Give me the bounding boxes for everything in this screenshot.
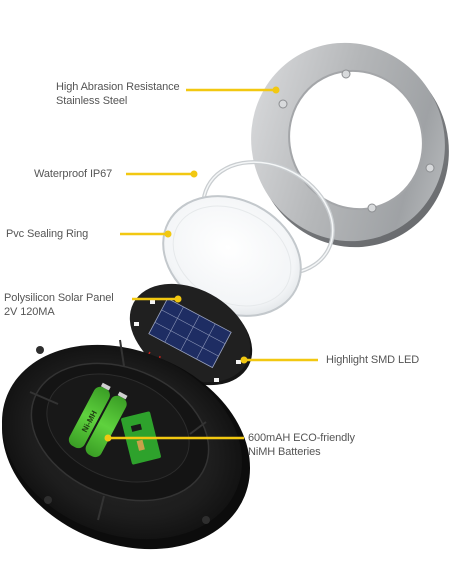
black-housing — [1, 339, 251, 550]
callout-line: Highlight SMD LED — [326, 354, 420, 366]
smd-led-icon — [214, 378, 219, 382]
screw-hole-icon — [202, 516, 210, 524]
callout-line: High Abrasion Resistance — [56, 81, 180, 93]
callout-led: Highlight SMD LED — [326, 353, 419, 367]
screw-hole-icon — [425, 163, 435, 173]
callout-steel-ring: High Abrasion Resistance Stainless Steel — [56, 80, 180, 108]
screw-hole-icon — [278, 99, 288, 109]
solar-cell — [148, 297, 232, 369]
callout-sealing-ring: Pvc Sealing Ring — [6, 227, 88, 241]
smd-led-icon — [134, 322, 139, 326]
screw-hole-icon — [341, 69, 351, 79]
pvc-sealing-lens — [162, 195, 302, 317]
callout-line: Polysilicon Solar Panel — [4, 292, 114, 304]
callout-line: Waterproof IP67 — [34, 168, 113, 180]
callout-waterproof: Waterproof IP67 — [34, 167, 112, 181]
callout-line: 2V 120MA — [4, 306, 55, 318]
smd-led-icon — [236, 360, 241, 364]
callout-line: Pvc Sealing Ring — [6, 228, 89, 240]
screw-hole-icon — [36, 346, 44, 354]
smd-led-icon — [150, 300, 155, 304]
callout-batteries: 600mAH ECO-friendly NiMH Batteries — [248, 431, 355, 459]
screw-hole-icon — [367, 203, 377, 213]
leader-lines — [104, 86, 318, 442]
screw-hole-icon — [44, 496, 52, 504]
callout-line: NiMH Batteries — [248, 446, 321, 458]
callout-line: Stainless Steel — [56, 95, 128, 107]
callout-line: 600mAH ECO-friendly — [248, 432, 355, 444]
stainless-steel-ring — [251, 42, 449, 248]
callout-solar-panel: Polysilicon Solar Panel 2V 120MA — [4, 291, 114, 319]
